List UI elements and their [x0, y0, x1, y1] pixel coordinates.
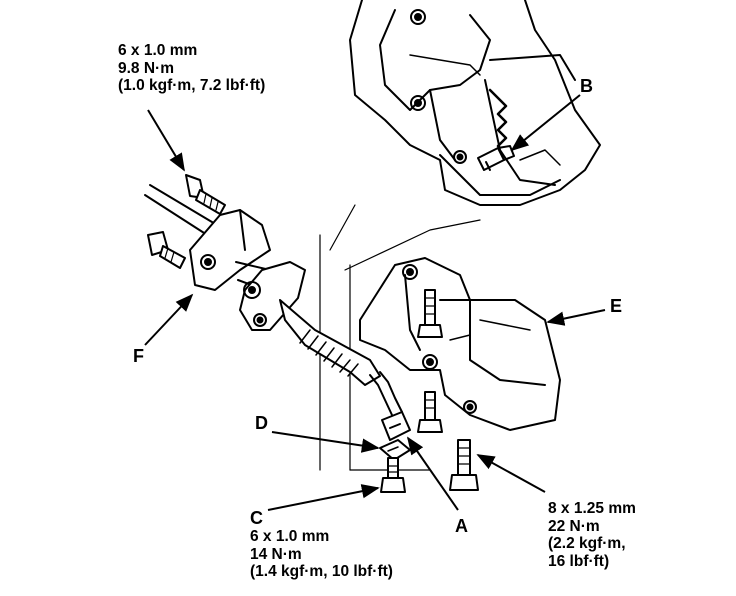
part-f-bracket: [189, 209, 271, 291]
mount-bolt-spec: 8 x 1.25 mm 22 N·m (2.2 kgf·m, 16 lbf·ft…: [548, 500, 636, 570]
leader-e: [546, 309, 606, 326]
leader-d: [271, 431, 380, 453]
leader-b: [510, 94, 581, 152]
label-a: A: [455, 516, 468, 536]
leader-top-bolt: [147, 109, 185, 172]
part-b-sensor: [477, 145, 515, 171]
top-bolt-spec: 6 x 1.0 mm 9.8 N·m (1.0 kgf·m, 7.2 lbf·f…: [118, 42, 265, 95]
transmission-housing: [349, 0, 601, 206]
mount-bolt-torque-alt-2: 16 lbf·ft): [548, 552, 610, 570]
part-a-clip: [381, 411, 411, 441]
label-c: C: [250, 508, 263, 528]
c-bolt-torque-alt: (1.4 kgf·m, 10 lbf·ft): [250, 563, 393, 580]
c-bolt-size: 6 x 1.0 mm: [250, 528, 330, 545]
part-e-mount: [359, 257, 561, 431]
mount-middle-bolt: [417, 391, 443, 433]
top-bolt-size: 6 x 1.0 mm: [118, 42, 198, 59]
leader-a: [406, 436, 459, 511]
top-bolt-torque-alt: (1.0 kgf·m, 7.2 lbf·ft): [118, 77, 266, 94]
c-bolt-spec: C 6 x 1.0 mm 14 N·m (1.4 kgf·m, 10 lbf·f…: [250, 508, 393, 581]
c-bolt: [380, 457, 406, 493]
top-bolt-torque: 9.8 N·m: [118, 59, 174, 77]
leader-f: [144, 293, 194, 346]
label-f: F: [133, 346, 144, 366]
label-b: B: [580, 76, 593, 96]
mount-lower-bolt: [449, 439, 479, 491]
mount-bolt-torque-alt-1: (2.2 kgf·m,: [548, 535, 626, 552]
label-d: D: [255, 413, 268, 433]
leader-mount-bolt: [476, 454, 546, 493]
mount-bolt-size: 8 x 1.25 mm: [548, 500, 636, 517]
lower-f-bolt: [147, 231, 186, 269]
mount-bolt-torque: 22 N·m: [548, 517, 600, 535]
mount-upper-bolt: [417, 289, 443, 338]
c-bolt-torque: 14 N·m: [250, 545, 302, 563]
shift-cable: [235, 261, 403, 416]
top-bolt: [185, 174, 226, 215]
leader-c: [267, 484, 380, 511]
label-e: E: [610, 296, 623, 316]
